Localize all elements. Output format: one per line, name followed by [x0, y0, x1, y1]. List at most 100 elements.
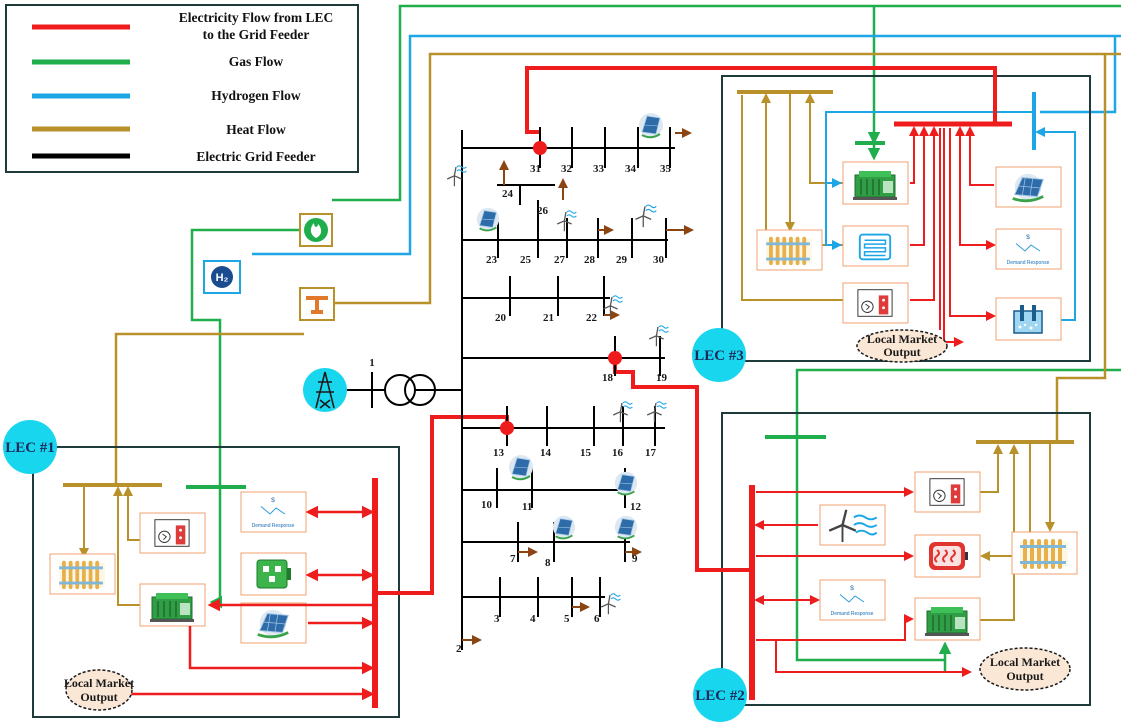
lec2-local-market-output [979, 647, 1071, 691]
transformer-winding-2 [404, 374, 436, 406]
lec1-badge [3, 420, 57, 474]
feeder-pv-icon-34 [638, 112, 664, 139]
lec3-electrolyzer-link [949, 128, 996, 321]
lec3-heat-from-heater [761, 93, 843, 246]
lec3-elec-chp [909, 126, 919, 184]
bus-label-28: 28 [584, 254, 596, 266]
hydrogen-pipe-lec3 [1040, 36, 1117, 114]
lec1-heat-from-meter [123, 486, 140, 541]
heat-main-pipe [334, 52, 1121, 305]
lec1-heat-from-chp [113, 486, 140, 606]
lec2-electric-heater-icon [928, 541, 969, 571]
lec3-dr-label: Demand Response [1007, 260, 1050, 266]
lec3-hydrogen-heater-icon [858, 233, 892, 261]
bus-label-18: 18 [602, 372, 614, 384]
bus-label-32: 32 [561, 163, 573, 175]
source-boxes: H₂ [203, 213, 335, 321]
lec3-lmo-line2: Output [883, 345, 920, 359]
transmission-tower-icon [315, 371, 335, 409]
connection-point-13 [500, 421, 514, 435]
lec2-badge [693, 668, 747, 722]
bus-label-2: 2 [456, 643, 462, 655]
bus-label-35: 35 [660, 163, 672, 175]
bus-label-12: 12 [630, 501, 642, 513]
feeder-wind-icon-19 [648, 324, 670, 348]
lec2-lmo-line1: Local Market [990, 655, 1060, 669]
lec2-heat-from-chp [980, 444, 1019, 621]
bus-label-14: 14 [540, 447, 552, 459]
lec1-chp-icon [149, 592, 195, 623]
lec2-radiator-icon [1020, 539, 1068, 569]
lec3-dr-link [955, 126, 996, 250]
legend-label-hydrogen: Hydrogen Flow [211, 88, 301, 103]
legend-label-gas: Gas Flow [229, 54, 284, 69]
bus-label-29: 29 [616, 254, 628, 266]
lec2-heat-from-meter [980, 444, 1003, 493]
lec3-radiator-icon [766, 236, 812, 266]
connection-point-18 [608, 351, 622, 365]
bus-label-16: 16 [612, 447, 624, 459]
feeder-pv-icon-11 [508, 454, 534, 481]
bus-label-30: 30 [653, 254, 665, 266]
gas-pipe-lec2 [795, 368, 1121, 672]
lec3-local-market-output [856, 329, 948, 363]
bus-label-8: 8 [545, 557, 551, 569]
bus-label-3: 3 [494, 613, 500, 625]
bus-label-22: 22 [586, 312, 598, 324]
gas-main-pipe [332, 4, 1121, 202]
tower-badge [303, 368, 347, 412]
bus-label-7: 7 [510, 553, 516, 565]
heat-pipe-right [1055, 54, 1107, 444]
bus-label-1: 1 [369, 357, 375, 369]
legend-frame [5, 4, 359, 173]
feeder-wind-icon-top [446, 165, 468, 187]
feeder-pv-icon-8 [551, 514, 577, 540]
bus-label-11: 11 [522, 501, 532, 513]
lec1-chp-elec-out [188, 626, 375, 675]
lec1-area: Demand Response Local Market Output LEC … [3, 420, 400, 718]
lec3-export-line [525, 66, 997, 134]
lec2-lmo-link [775, 640, 972, 677]
legend-label-heat: Heat Flow [226, 122, 286, 137]
bus-label-27: 27 [554, 254, 566, 266]
lec3-h2-from-electrolyzer [1034, 127, 1076, 321]
lec1-radiator-icon [59, 560, 105, 590]
bus-label-10: 10 [481, 499, 493, 511]
feeder-pv-icon-23 [475, 206, 501, 232]
load-arrows [462, 128, 694, 645]
legend: Electricity Flow from LEC to the Grid Fe… [5, 4, 359, 173]
lec1-frame [32, 446, 400, 718]
lec2-area: Demand Response Local Market Output LEC … [693, 412, 1091, 722]
bus-label-9: 9 [632, 553, 638, 565]
bus-label-17: 17 [645, 447, 657, 459]
feeder-pv-icon-12 [613, 470, 639, 496]
lec2-export-line [613, 358, 752, 572]
heat-source-box [299, 287, 335, 321]
lec2-heatpump-icon [929, 478, 965, 506]
connection-point-31 [533, 141, 547, 155]
lec2-dr-label: Demand Response [831, 611, 874, 617]
hydrogen-main-pipe [252, 34, 1121, 256]
bus-label-31: 31 [530, 163, 541, 175]
lec3-lmo-line1: Local Market [867, 332, 937, 346]
lec3-h2-to-heater [825, 183, 842, 250]
bus-label-20: 20 [495, 312, 507, 324]
feeder-der-icons [446, 112, 670, 616]
lec1-dr-label: Demand Response [252, 523, 295, 529]
bus-labels: 2 3 4 5 6 7 8 9 10 11 12 13 14 15 16 17 … [456, 163, 672, 655]
legend-label-electricity-1: Electricity Flow from LEC [179, 10, 334, 25]
lec3-badge [692, 328, 746, 382]
bus-label-26: 26 [537, 205, 549, 217]
bus-label-6: 6 [594, 613, 600, 625]
bus-label-21: 21 [543, 312, 554, 324]
feeder-wind-icon-29 [634, 204, 658, 228]
lec2-frame [721, 412, 1091, 706]
lec2-wind-box [819, 504, 886, 546]
lec1-lmo-line2: Output [80, 690, 117, 704]
bus-label-34: 34 [625, 163, 637, 175]
heat-pipe-lec1 [114, 332, 304, 484]
bus-label-25: 25 [520, 254, 532, 266]
lec2-chp-link [756, 614, 914, 641]
hydrogen-icon [211, 266, 233, 288]
